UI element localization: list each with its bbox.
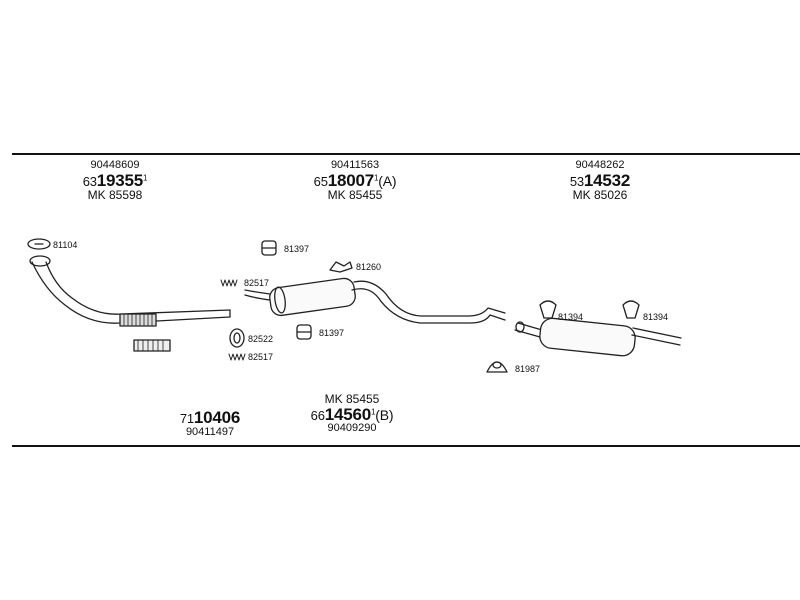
rear-silencer xyxy=(514,317,682,357)
rear-top-ref: 90448262 xyxy=(575,159,625,171)
middle-top-ref: 90411563 xyxy=(330,159,380,171)
seal-ring-icon xyxy=(229,328,245,348)
top-divider xyxy=(12,153,800,155)
bottom-left-ref: 90411497 xyxy=(185,425,235,438)
rubber-hanger-icon xyxy=(261,240,277,256)
part-label-81104: 81104 xyxy=(53,240,78,250)
part-label-81260: 81260 xyxy=(356,262,382,272)
part-label-82517-bottom: 82517 xyxy=(248,352,274,362)
middle-mk: MK 85455 xyxy=(327,188,383,203)
heat-shield xyxy=(133,339,171,352)
part-label-81987: 81987 xyxy=(515,364,541,374)
bottom-middle-ref: 90409290 xyxy=(327,422,377,435)
front-mk: MK 85598 xyxy=(87,188,143,203)
rear-section-label: 90448262 5314532 MK 85026 xyxy=(540,159,660,203)
part-label-81394-left: 81394 xyxy=(558,312,584,322)
bottom-left-label: 7110406 90411497 xyxy=(150,409,270,438)
bottom-middle-part-code: 66145601(B) xyxy=(310,404,394,424)
part-label-81397-bottom: 81397 xyxy=(319,328,345,338)
middle-silencer xyxy=(244,277,506,324)
bottom-middle-label: MK 85455 66145601(B) 90409290 xyxy=(292,393,412,435)
rubber-hanger-icon xyxy=(296,324,312,340)
part-label-81394-right: 81394 xyxy=(643,312,669,322)
bottom-divider xyxy=(12,445,800,447)
bottom-middle-mk: MK 85455 xyxy=(324,392,380,406)
rear-part-code: 5314532 xyxy=(569,170,631,190)
front-part-code: 63193551 xyxy=(82,170,148,190)
front-section-label: 90448609 63193551 MK 85598 xyxy=(55,159,175,203)
gasket-icon xyxy=(27,238,51,250)
clamp-icon xyxy=(486,361,508,373)
front-top-ref: 90448609 xyxy=(90,159,140,171)
middle-section-label: 90411563 65180071(A) MK 85455 xyxy=(295,159,415,203)
part-label-81397-top: 81397 xyxy=(284,244,310,254)
hanger-icon xyxy=(539,300,640,319)
front-pipe xyxy=(29,255,231,327)
part-label-82522: 82522 xyxy=(248,334,274,344)
spring-icon xyxy=(220,279,246,361)
part-label-82517-top: 82517 xyxy=(244,278,270,288)
rear-mk: MK 85026 xyxy=(572,188,628,203)
bottom-left-part-code: 7110406 xyxy=(179,408,241,427)
middle-part-code: 65180071(A) xyxy=(313,170,397,190)
mounting-bracket-icon xyxy=(329,261,353,273)
